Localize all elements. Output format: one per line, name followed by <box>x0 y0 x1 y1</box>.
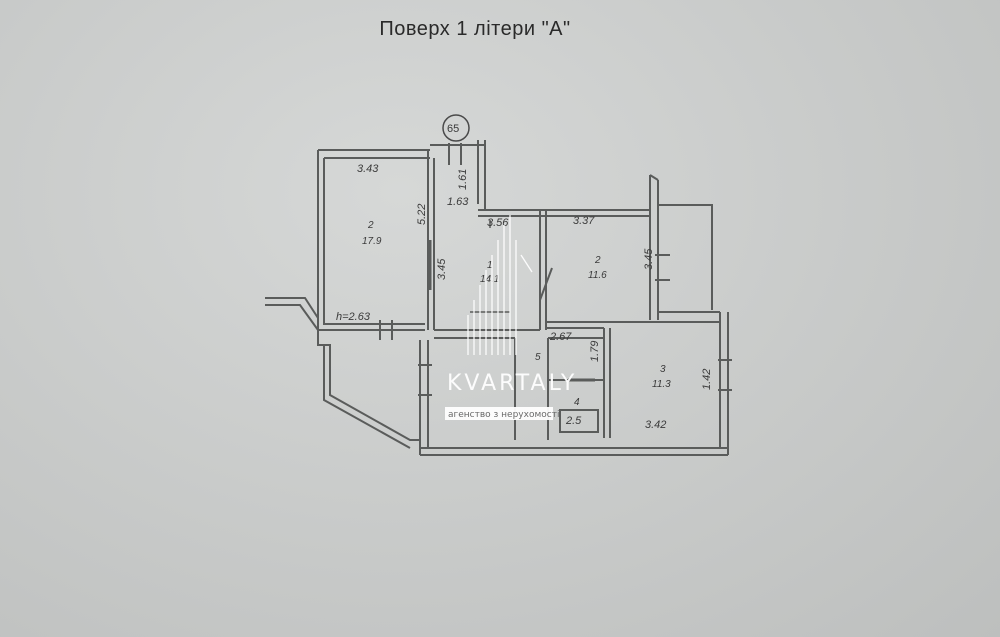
room-number: 1 <box>487 260 493 271</box>
room-area: 14.1 <box>480 274 499 285</box>
watermark-logo: KVARTALY агенство з нерухомості <box>445 215 577 420</box>
room-area: 11.6 <box>588 270 607 281</box>
dimension-label: 2.67 <box>549 331 572 343</box>
dimension-label: 3.45 <box>436 258 448 280</box>
dimension-label: 2.5 <box>565 415 582 427</box>
dimension-label: 3.37 <box>573 215 595 227</box>
marker-label: 65 <box>447 123 459 135</box>
section-marker: 65 <box>442 114 470 142</box>
dimension-label: 3.45 <box>643 248 655 270</box>
dimension-label: 3.42 <box>645 419 666 431</box>
room-number: 4 <box>574 397 580 408</box>
dimension-label: 1.63 <box>447 196 469 208</box>
room-number: 2 <box>367 220 374 231</box>
room-area: 17.9 <box>362 236 382 247</box>
room-number: 5 <box>535 352 541 363</box>
room-number: 2 <box>594 255 601 266</box>
dimension-label: 5.22 <box>416 204 428 225</box>
dimension-label: 3.43 <box>357 163 379 175</box>
page-title: Поверх 1 літери "А" <box>379 18 571 40</box>
dimension-label: 3.56 <box>487 217 509 229</box>
watermark-tagline: агенство з нерухомості <box>448 410 559 420</box>
dimension-label: 1.42 <box>701 369 713 390</box>
room-number: 3 <box>660 364 666 375</box>
dimension-label: 1.79 <box>589 341 601 362</box>
wall-lines <box>265 140 732 456</box>
watermark-brand: KVARTALY <box>447 371 577 396</box>
dimension-label: h=2.63 <box>336 311 371 323</box>
dimension-label: 1.61 <box>457 169 469 190</box>
room-area: 11.3 <box>652 379 671 390</box>
